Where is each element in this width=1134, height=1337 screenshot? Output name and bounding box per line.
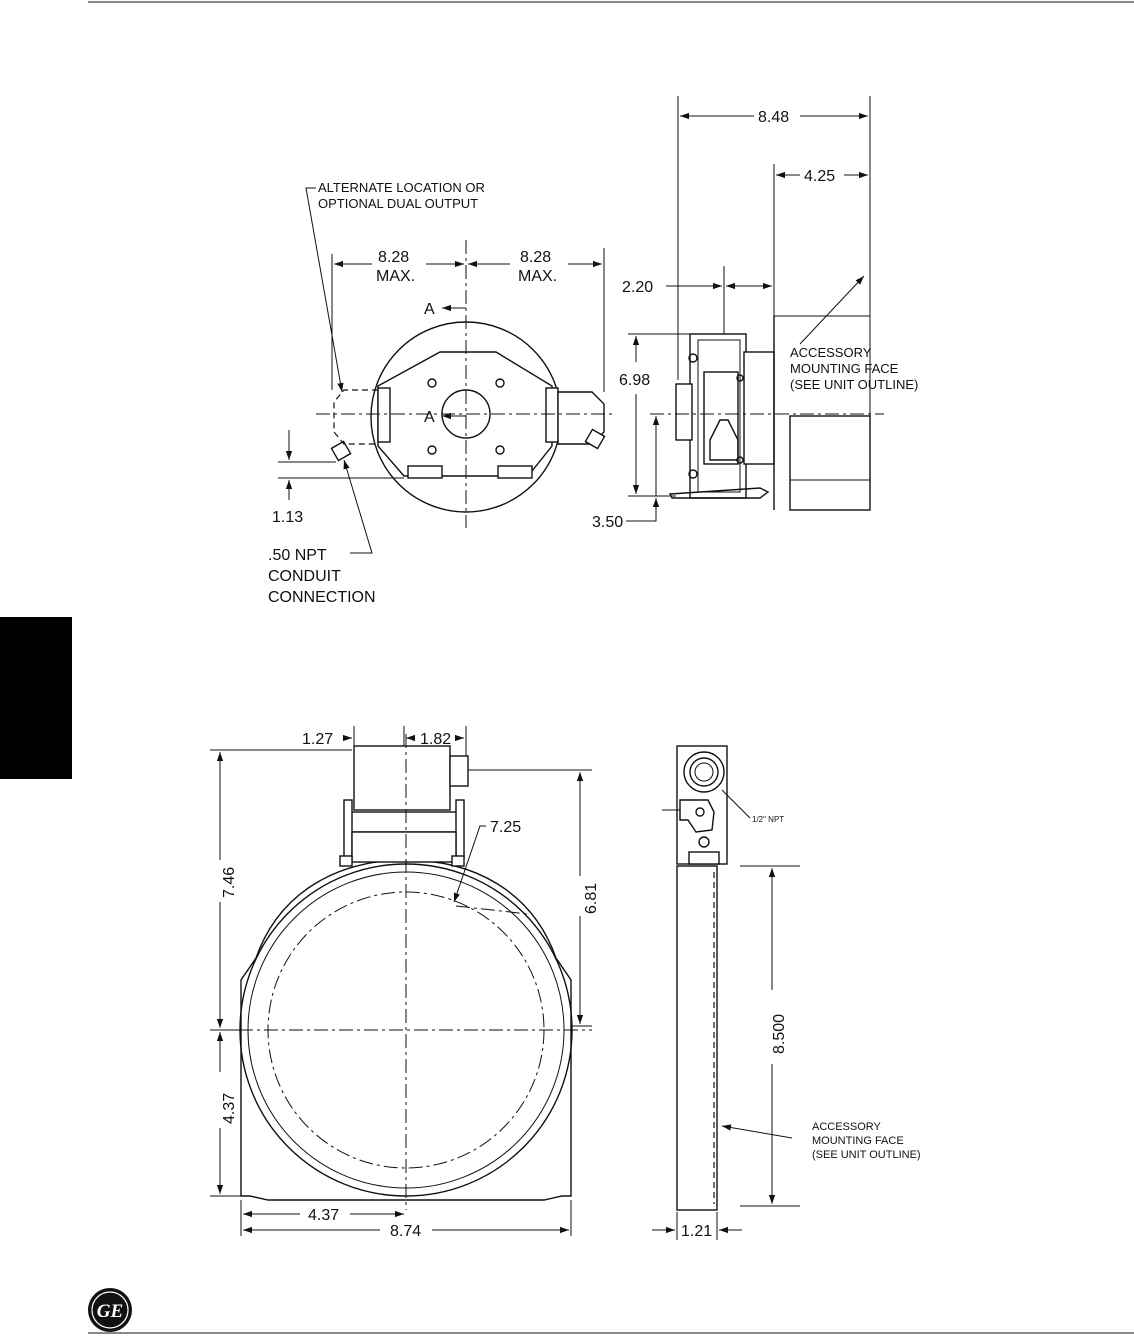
section-marker-center: A	[424, 409, 435, 426]
callout-mounting-top-line2: MOUNTING FACE	[790, 361, 899, 376]
dim-left-max: MAX.	[376, 268, 415, 285]
bottom-side-view: 1/2" NPT 8.500 ACCESSORY MOUNTING FACE (…	[652, 745, 921, 1240]
callout-alternate-line1: ALTERNATE LOCATION OR	[318, 180, 485, 195]
section-tab	[0, 617, 72, 779]
dim-121: 1.21	[681, 1223, 712, 1240]
dim-8500: 8.500	[771, 1014, 788, 1054]
callout-npt-line1: .50 NPT	[268, 547, 327, 564]
callout-mounting-top-line1: ACCESSORY	[790, 345, 872, 360]
dim-350: 3.50	[592, 514, 623, 531]
bottom-front-view: 7.25 1.27 1.82 7.46 4.37 6.81 4.37	[210, 726, 600, 1240]
dim-220: 2.20	[622, 279, 653, 296]
dim-437-horizontal: 4.37	[308, 1207, 339, 1224]
dim-437-vertical: 4.37	[221, 1093, 238, 1124]
dim-113: 1.13	[272, 509, 303, 526]
dim-698: 6.98	[619, 372, 650, 389]
callout-mounting-bottom-line2: MOUNTING FACE	[812, 1135, 904, 1147]
callout-npt-line3: CONNECTION	[268, 589, 376, 606]
dim-874: 8.74	[390, 1223, 421, 1240]
callout-alternate-line2: OPTIONAL DUAL OUTPUT	[318, 196, 478, 211]
section-marker-top: A	[424, 301, 435, 318]
callout-npt-line2: CONDUIT	[268, 568, 341, 585]
dim-right-max: MAX.	[518, 268, 557, 285]
ge-logo: GE	[88, 1288, 132, 1332]
dim-425: 4.25	[804, 168, 835, 185]
npt-label: 1/2" NPT	[752, 815, 784, 824]
dim-725: 7.25	[490, 819, 521, 836]
dim-left-value: 8.28	[378, 249, 409, 266]
dim-127: 1.27	[302, 731, 333, 748]
ge-logo-text: GE	[97, 1301, 123, 1322]
callout-mounting-bottom-line3: (SEE UNIT OUTLINE)	[812, 1149, 921, 1161]
top-side-view: 8.48 4.25 2.20 6.98	[592, 96, 918, 531]
dim-right-value: 8.28	[520, 249, 551, 266]
dim-182: 1.82	[420, 731, 451, 748]
callout-mounting-top-line3: (SEE UNIT OUTLINE)	[790, 377, 918, 392]
dim-848: 8.48	[758, 109, 789, 126]
dim-746: 7.46	[221, 867, 238, 898]
callout-mounting-bottom-line1: ACCESSORY	[812, 1121, 882, 1133]
top-front-view: A A 8.28 MAX. 8.28 MAX. ALTERNATE LOCATI…	[268, 180, 616, 606]
dim-681: 6.81	[583, 883, 600, 914]
